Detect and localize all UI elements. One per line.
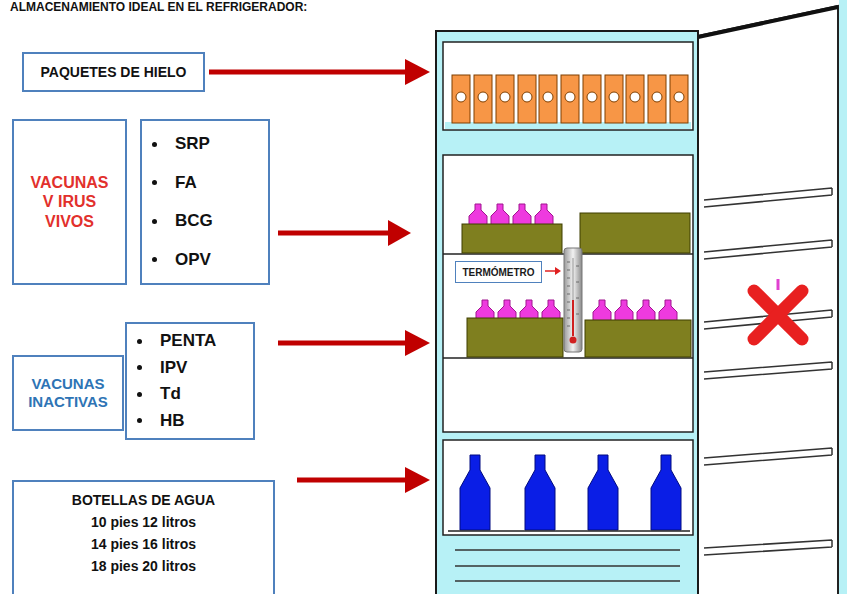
list-item: PENTA bbox=[137, 331, 216, 351]
bottom-compartment bbox=[443, 440, 693, 535]
list-item-text: HB bbox=[160, 411, 185, 431]
list-item: HB bbox=[137, 411, 185, 431]
vaccine-list-box: SRP FA BCG OPV bbox=[140, 119, 270, 285]
main-compartment bbox=[443, 155, 693, 432]
group-label-box: VACUNAS INACTIVAS bbox=[12, 355, 124, 431]
box-text: 10 pies 12 litros bbox=[91, 511, 196, 533]
box-text: VACUNAS INACTIVAS bbox=[20, 375, 116, 411]
box-text: 18 pies 20 litros bbox=[91, 555, 196, 577]
thermometer bbox=[564, 248, 582, 352]
label-box: PAQUETES DE HIELO bbox=[22, 52, 205, 92]
bullet-dot bbox=[137, 418, 142, 423]
diagram-title: ALMACENAMIENTO IDEAL EN EL REFRIGERADOR: bbox=[10, 0, 307, 14]
list-item-text: IPV bbox=[160, 358, 187, 378]
fridge-body bbox=[436, 31, 698, 594]
list-item-text: SRP bbox=[175, 134, 210, 154]
list-item: BCG bbox=[152, 211, 213, 231]
list-item: SRP bbox=[152, 134, 210, 154]
box-text: BOTELLAS DE AGUA bbox=[72, 489, 215, 511]
list-item-text: FA bbox=[175, 173, 197, 193]
box-text: PAQUETES DE HIELO bbox=[41, 64, 187, 80]
list-item-text: OPV bbox=[175, 250, 211, 270]
list-item: FA bbox=[152, 173, 197, 193]
note-box: BOTELLAS DE AGUA10 pies 12 litros14 pies… bbox=[12, 480, 275, 594]
list-item: IPV bbox=[137, 358, 187, 378]
ice-packs bbox=[452, 75, 688, 123]
list-item: Td bbox=[137, 384, 181, 404]
box-text: VACUNAS V IRUS VIVOS bbox=[24, 173, 116, 231]
fridge-grille bbox=[455, 550, 680, 581]
list-item: OPV bbox=[152, 250, 211, 270]
bullet-dot bbox=[152, 142, 157, 147]
bullet-dot bbox=[152, 257, 157, 262]
list-item-text: Td bbox=[160, 384, 181, 404]
bullet-dot bbox=[152, 219, 157, 224]
bullet-dot bbox=[137, 339, 142, 344]
bullet-dot bbox=[152, 180, 157, 185]
list-item-text: BCG bbox=[175, 211, 213, 231]
bullet-dot bbox=[137, 392, 142, 397]
thermometer-pointer bbox=[545, 267, 561, 275]
group-label-box: VACUNAS V IRUS VIVOS bbox=[12, 119, 127, 285]
callout-box: TERMÓMETRO bbox=[455, 261, 542, 283]
box-text: TERMÓMETRO bbox=[462, 267, 534, 278]
vaccine-list-box: PENTA IPV TdHB bbox=[125, 322, 255, 440]
list-item-text: PENTA bbox=[160, 331, 216, 351]
bullet-dot bbox=[137, 365, 142, 370]
forbidden-mark bbox=[754, 279, 802, 339]
box-text: 14 pies 16 litros bbox=[91, 533, 196, 555]
open-door bbox=[698, 0, 847, 594]
